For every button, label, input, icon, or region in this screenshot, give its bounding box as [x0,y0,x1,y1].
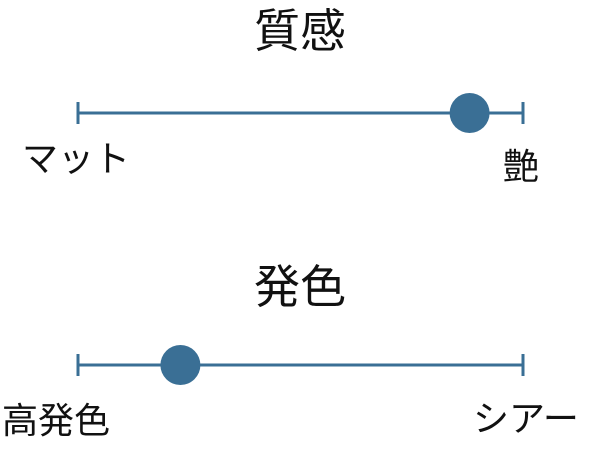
slider-1-handle[interactable] [449,93,490,133]
slider-2-scale[interactable] [0,340,600,390]
slider-2-title: 発色 [254,260,346,314]
slider-1-title: 質感 [254,4,346,58]
slider-1-scale[interactable] [0,88,600,138]
slider-1-right-label: 艶 [503,147,540,188]
slider-1-left-label: マット [22,139,131,180]
slider-2-left-label: 高発色 [2,401,111,442]
slider-2-right-label: シアー [473,399,579,440]
slider-2-handle[interactable] [160,345,201,385]
